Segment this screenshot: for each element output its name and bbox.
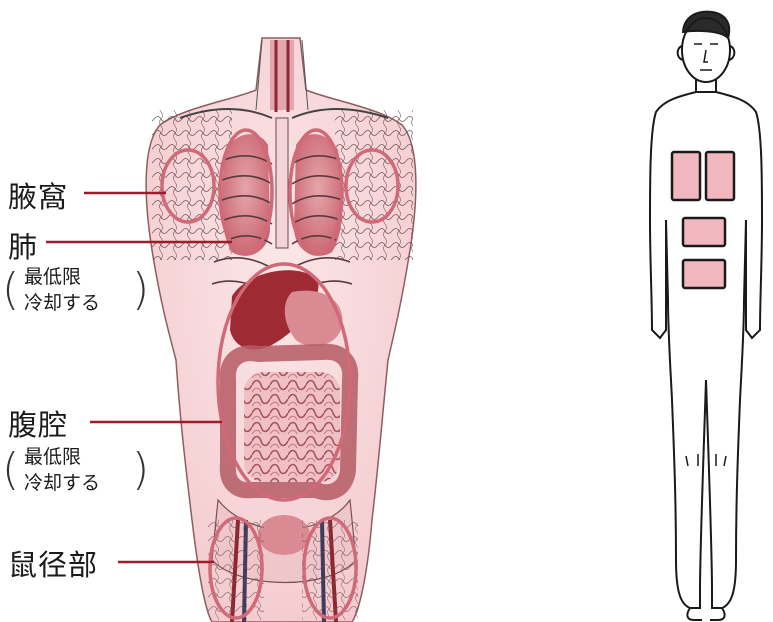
abdomen-cooling-note: ( 最低限 冷却する ) — [8, 444, 158, 504]
ice-pack-upper-abdomen — [683, 218, 725, 246]
person-outline-icon — [650, 12, 762, 620]
open-paren: ( — [2, 262, 19, 318]
close-paren: ) — [132, 262, 149, 318]
abdomen-label: 腹腔 — [8, 402, 68, 444]
ice-pack-lower-abdomen — [683, 260, 725, 288]
ice-packs — [672, 152, 734, 288]
groin-label: 鼠径部 — [8, 542, 98, 584]
open-paren: ( — [2, 442, 19, 498]
lung-cooling-note: ( 最低限 冷却する ) — [8, 264, 158, 324]
knees — [686, 454, 726, 466]
anatomy-torso-illustration — [46, 38, 416, 622]
face — [694, 44, 718, 70]
small-intestine-coils — [244, 372, 340, 482]
ice-pack-left-chest — [672, 152, 700, 200]
ice-pack-right-chest — [706, 152, 734, 200]
sternum — [276, 118, 288, 248]
axilla-label: 腋窩 — [8, 174, 68, 216]
feet — [687, 608, 724, 620]
close-paren: ) — [132, 442, 149, 498]
lung-label: 肺 — [8, 224, 38, 266]
